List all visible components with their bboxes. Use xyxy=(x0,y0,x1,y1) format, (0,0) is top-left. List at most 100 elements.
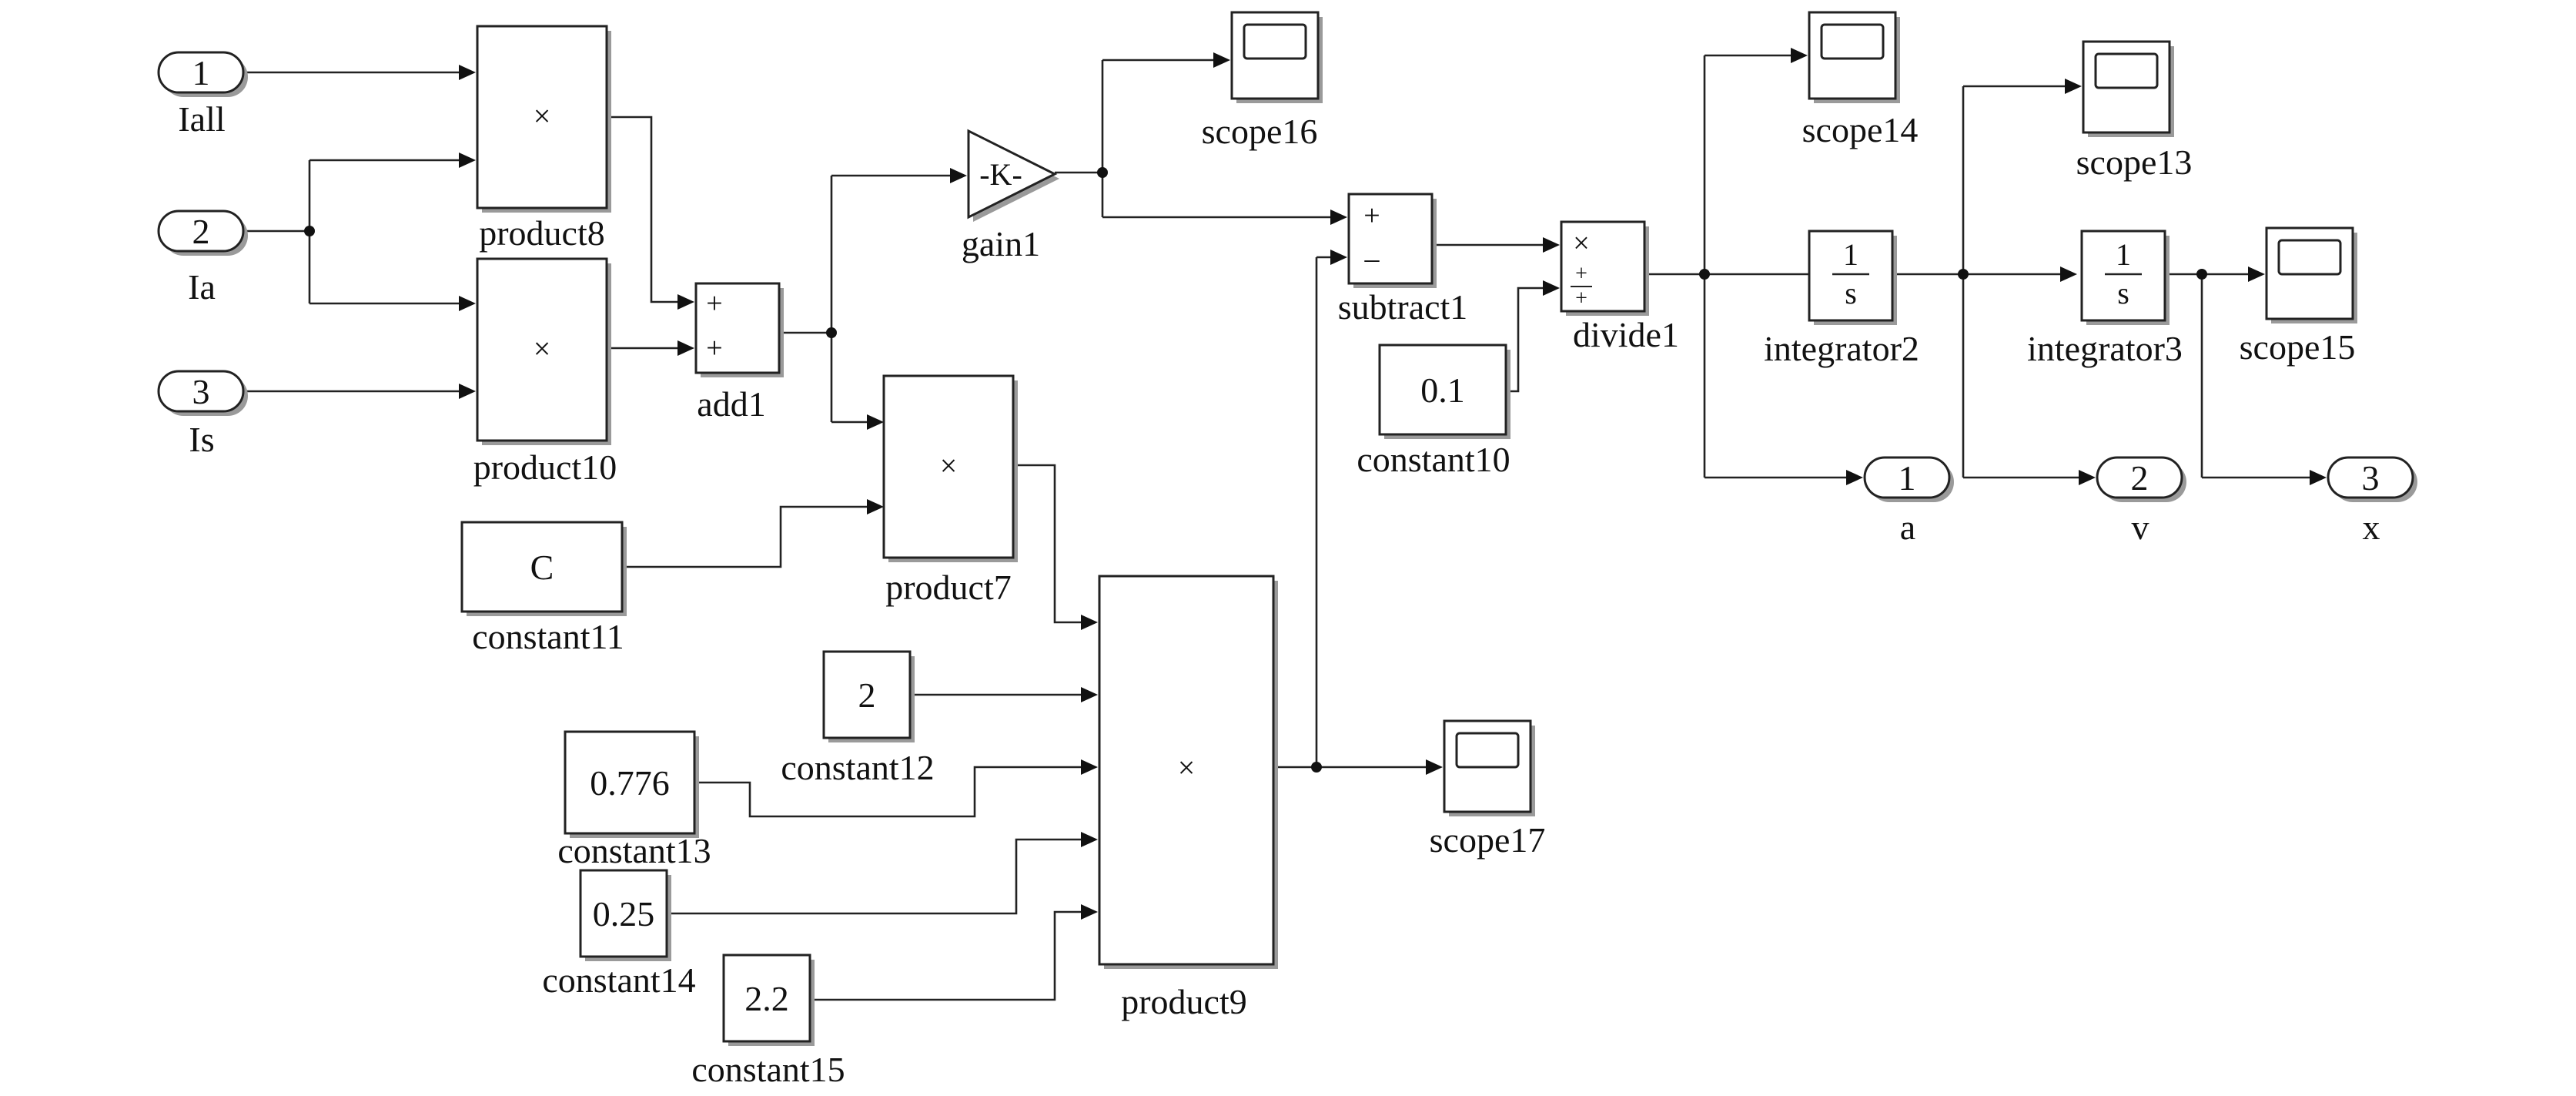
arrow-icon xyxy=(2079,470,2096,485)
divide1-sign-2: + xyxy=(1575,262,1587,286)
wire-constant10-divide1 xyxy=(1506,287,1543,393)
branch-dot xyxy=(1699,269,1710,280)
arrow-icon xyxy=(1791,48,1808,63)
add1-sign-2: + xyxy=(706,332,722,364)
outport-a[interactable]: 1 a xyxy=(1863,456,1954,547)
arrow-icon xyxy=(950,168,967,183)
block-label: scope15 xyxy=(2240,327,2356,367)
arrow-icon xyxy=(1081,832,1098,847)
constant-value: 0.25 xyxy=(593,894,655,933)
arrow-icon xyxy=(1330,250,1347,265)
product-symbol: × xyxy=(534,331,551,366)
block-label: divide1 xyxy=(1573,315,1679,354)
product9-block[interactable]: × product9 xyxy=(1098,575,1278,1021)
scope-screen-icon xyxy=(2277,239,2342,276)
branch-dot xyxy=(1958,269,1969,280)
block-label: subtract1 xyxy=(1338,287,1468,327)
scope-screen-icon xyxy=(1243,23,1307,60)
inport-ia[interactable]: 2 Ia xyxy=(157,209,248,307)
branch-dot xyxy=(1311,762,1322,773)
wire-constant13-product9 xyxy=(694,766,1081,818)
constant-value: 0.776 xyxy=(590,763,670,803)
integrator2-block[interactable]: 1 s integrator2 xyxy=(1764,230,1919,368)
inport-number: 1 xyxy=(192,53,210,92)
arrow-icon xyxy=(459,296,476,311)
block-label: constant11 xyxy=(472,617,624,656)
outport-number: 2 xyxy=(2131,458,2149,498)
arrow-icon xyxy=(867,499,884,514)
block-label: gain1 xyxy=(962,224,1040,263)
outport-label: x xyxy=(2363,508,2380,547)
inport-iall[interactable]: 1 Iall xyxy=(157,51,248,139)
block-label: constant12 xyxy=(781,748,934,787)
block-label: constant10 xyxy=(1357,440,1510,479)
scope-screen-icon xyxy=(1455,732,1520,769)
product8-block[interactable]: × product8 xyxy=(476,25,611,253)
constant15-block[interactable]: 2.2 constant15 xyxy=(691,954,845,1089)
divide1-sign-3: + xyxy=(1575,287,1587,310)
arrow-icon xyxy=(1081,615,1098,630)
constant11-block[interactable]: C constant11 xyxy=(460,521,627,656)
arrow-icon xyxy=(2248,266,2265,282)
constant13-block[interactable]: 0.776 constant13 xyxy=(557,730,711,870)
outport-v[interactable]: 2 v xyxy=(2096,456,2186,547)
product7-block[interactable]: × product7 xyxy=(882,374,1018,607)
block-label: product9 xyxy=(1121,982,1247,1021)
constant12-block[interactable]: 2 constant12 xyxy=(781,650,935,787)
wire-product7-product9 xyxy=(1012,464,1081,624)
branch-dot xyxy=(1097,167,1108,178)
scope13-block[interactable]: scope13 xyxy=(2076,40,2193,182)
constant-value: 2.2 xyxy=(744,979,789,1018)
arrow-icon xyxy=(1543,280,1560,296)
gain1-block[interactable]: -K- gain1 xyxy=(962,129,1059,263)
block-label: integrator3 xyxy=(2027,329,2183,368)
arrow-icon xyxy=(677,294,694,310)
constant-value: C xyxy=(530,548,554,587)
inport-label: Ia xyxy=(188,267,216,307)
arrow-icon xyxy=(1213,52,1230,68)
integrator-denominator: s xyxy=(1845,276,1857,310)
block-label: constant14 xyxy=(542,960,695,1000)
arrow-icon xyxy=(459,153,476,168)
product10-block[interactable]: × product10 xyxy=(473,257,617,487)
add1-block[interactable]: + + add1 xyxy=(694,282,784,424)
inport-number: 3 xyxy=(192,372,210,411)
constant-value: 0.1 xyxy=(1420,370,1465,410)
block-label: integrator2 xyxy=(1764,329,1919,368)
arrow-icon xyxy=(459,65,476,80)
wire-integrator2-branch xyxy=(1892,85,2079,479)
product-symbol: × xyxy=(940,448,958,483)
wire-constant14-product9 xyxy=(667,838,1081,915)
arrow-icon xyxy=(1426,759,1443,775)
arrow-icon xyxy=(1846,470,1863,485)
arrow-icon xyxy=(2310,470,2327,485)
inport-is[interactable]: 3 Is xyxy=(157,370,248,459)
constant14-block[interactable]: 0.25 constant14 xyxy=(542,869,696,1000)
outport-x[interactable]: 3 x xyxy=(2327,456,2417,547)
block-label: constant13 xyxy=(557,831,711,870)
arrow-icon xyxy=(2060,266,2077,282)
branch-dot xyxy=(304,226,315,236)
wire-product9-branch xyxy=(1273,256,1426,769)
scope15-block[interactable]: scope15 xyxy=(2240,226,2357,367)
outport-number: 1 xyxy=(1899,458,1916,498)
constant10-block[interactable]: 0.1 constant10 xyxy=(1357,344,1510,479)
arrow-icon xyxy=(459,384,476,399)
subtract1-block[interactable]: + – subtract1 xyxy=(1338,193,1468,327)
divide1-block[interactable]: × + + divide1 xyxy=(1560,220,1679,354)
scope-screen-icon xyxy=(2094,52,2159,89)
scope16-block[interactable]: scope16 xyxy=(1202,11,1323,151)
wire-constant15-product9 xyxy=(810,910,1081,1001)
wire-divide1-branch xyxy=(1648,54,1846,479)
outport-label: a xyxy=(1900,508,1915,547)
subtract1-sign-1: + xyxy=(1363,199,1380,232)
scope14-block[interactable]: scope14 xyxy=(1802,11,1919,149)
wire-add1-branch xyxy=(779,174,950,424)
integrator-numerator: 1 xyxy=(2116,237,2131,272)
block-label: product7 xyxy=(885,568,1012,607)
constant-value: 2 xyxy=(858,675,876,715)
scope17-block[interactable]: scope17 xyxy=(1430,719,1546,860)
integrator3-block[interactable]: 1 s integrator3 xyxy=(2027,230,2183,368)
inport-label: Iall xyxy=(178,99,225,139)
